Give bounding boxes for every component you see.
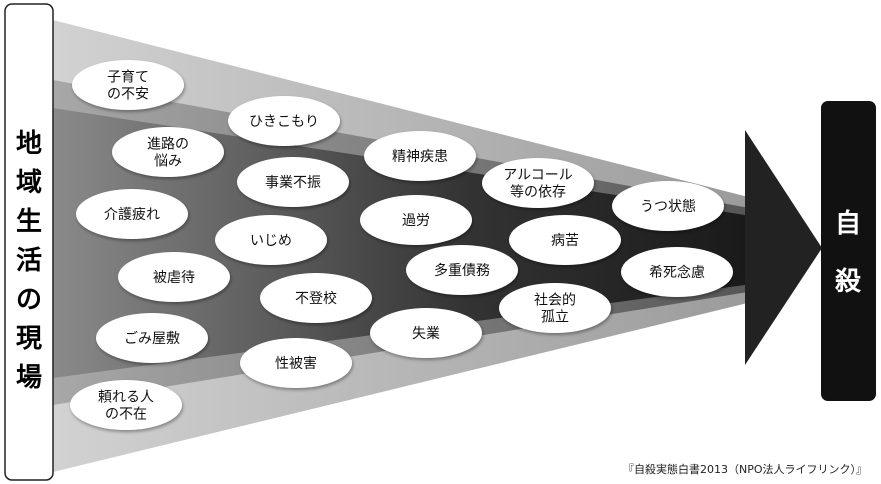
left-box-char: 域 (16, 168, 42, 198)
left-box-char: 活 (16, 246, 42, 276)
factor-bubble: 失業 (370, 308, 482, 358)
factor-label: アルコール (503, 168, 573, 184)
factor-bubble: 希死念慮 (621, 247, 733, 297)
factor-bubble: いじめ (215, 215, 327, 265)
factor-bubble: 病苦 (509, 215, 621, 265)
arrow-head (745, 130, 822, 365)
factor-bubble: 過労 (360, 195, 472, 245)
factor-label: 多重債務 (434, 262, 490, 279)
factor-label: 事業不振 (265, 175, 321, 191)
left-box (4, 3, 54, 481)
factor-label: 精神疾患 (392, 149, 448, 165)
factor-bubble: 被虐待 (118, 252, 230, 302)
factor-label: 子育て (107, 70, 149, 86)
source-citation: 『自殺実態白書2013（NPO法人ライフリンク）』 (622, 463, 867, 476)
left-box-char: 地 (16, 129, 42, 159)
factor-bubble: 不登校 (260, 273, 372, 323)
factor-label: の不在 (105, 407, 147, 423)
factor-label: 等の依存 (510, 184, 566, 201)
factor-label: いじめ (250, 233, 292, 249)
factor-bubble: うつ状態 (612, 181, 724, 231)
left-box-char: 生 (16, 207, 42, 237)
right-box-char: 殺 (835, 267, 862, 297)
factor-label: 頼れる人 (98, 390, 154, 406)
left-box-char: 現 (16, 324, 42, 354)
factor-bubble: 精神疾患 (364, 131, 476, 181)
factor-label: 病苦 (551, 233, 579, 249)
factor-bubble: 多重債務 (406, 245, 518, 295)
factor-label: ごみ屋敷 (124, 331, 180, 347)
right-box (821, 101, 876, 401)
right-box-char: 自 (835, 208, 861, 239)
factor-bubble: 事業不振 (237, 157, 349, 207)
factor-label: 介護疲れ (104, 206, 160, 223)
factor-label: 過労 (402, 213, 430, 229)
factor-label: 失業 (412, 326, 440, 342)
factor-label: の不安 (107, 87, 149, 103)
factor-label: ひきこもり (249, 114, 319, 130)
factor-label: うつ状態 (640, 199, 696, 215)
factor-label: 社会的 (534, 293, 576, 309)
factor-label: 不登校 (295, 290, 337, 307)
factor-label: 性被害 (275, 356, 317, 372)
factor-label: 悩み (154, 154, 182, 170)
factor-label: 希死念慮 (649, 264, 705, 281)
factor-label: 進路の (147, 137, 189, 153)
factor-bubble: 性被害 (240, 338, 352, 388)
left-box-char: 場 (16, 363, 42, 393)
factor-label: 被虐待 (153, 270, 195, 286)
factor-bubble: ひきこもり (228, 96, 340, 146)
factor-label: 孤立 (541, 310, 569, 326)
factor-bubble: ごみ屋敷 (96, 313, 208, 363)
factor-bubble: 介護疲れ (76, 189, 188, 239)
left-box-char: の (16, 285, 42, 315)
